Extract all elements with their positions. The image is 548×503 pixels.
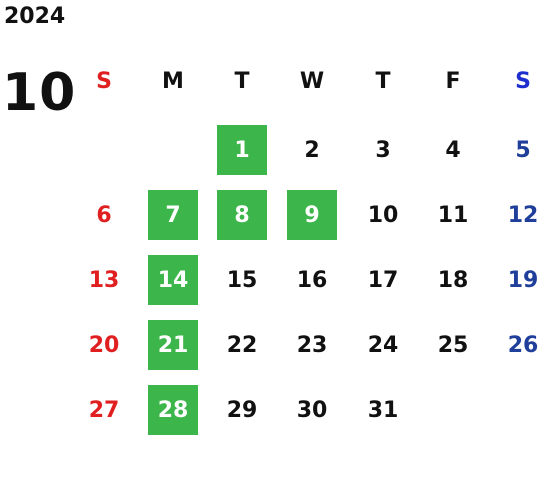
day-cell-13[interactable]: 13 — [88, 267, 120, 293]
day-cell-8[interactable]: 8 — [217, 190, 267, 240]
day-cell-4[interactable]: 4 — [445, 137, 461, 163]
day-cell-16[interactable]: 16 — [296, 267, 328, 293]
weekday-header-tue: T — [234, 68, 250, 94]
day-cell-10[interactable]: 10 — [367, 202, 399, 228]
day-cell-12[interactable]: 12 — [507, 202, 539, 228]
day-cell-17[interactable]: 17 — [367, 267, 399, 293]
day-cell-19[interactable]: 19 — [507, 267, 539, 293]
day-cell-22[interactable]: 22 — [226, 332, 258, 358]
day-cell-18[interactable]: 18 — [437, 267, 469, 293]
weekday-header-sat: S — [515, 68, 531, 94]
day-cell-5[interactable]: 5 — [515, 137, 531, 163]
year-label: 2024 — [4, 4, 66, 29]
day-cell-20[interactable]: 20 — [88, 332, 120, 358]
day-cell-7[interactable]: 7 — [148, 190, 198, 240]
day-cell-23[interactable]: 23 — [296, 332, 328, 358]
weekday-header-fri: F — [445, 68, 461, 94]
day-cell-31[interactable]: 31 — [367, 397, 399, 423]
month-number: 10 — [2, 63, 77, 123]
day-cell-27[interactable]: 27 — [88, 397, 120, 423]
day-cell-11[interactable]: 11 — [437, 202, 469, 228]
day-cell-26[interactable]: 26 — [507, 332, 539, 358]
weekday-header-mon: M — [162, 68, 184, 94]
day-cell-6[interactable]: 6 — [96, 202, 112, 228]
weekday-header-sun: S — [96, 68, 112, 94]
day-cell-1[interactable]: 1 — [217, 125, 267, 175]
day-cell-28[interactable]: 28 — [148, 385, 198, 435]
weekday-header-wed: W — [299, 68, 325, 94]
day-cell-3[interactable]: 3 — [375, 137, 391, 163]
day-cell-21[interactable]: 21 — [148, 320, 198, 370]
day-cell-2[interactable]: 2 — [304, 137, 320, 163]
day-cell-30[interactable]: 30 — [296, 397, 328, 423]
weekday-header-thu: T — [375, 68, 391, 94]
day-cell-14[interactable]: 14 — [148, 255, 198, 305]
day-cell-15[interactable]: 15 — [226, 267, 258, 293]
day-cell-24[interactable]: 24 — [367, 332, 399, 358]
day-cell-25[interactable]: 25 — [437, 332, 469, 358]
day-cell-9[interactable]: 9 — [287, 190, 337, 240]
day-cell-29[interactable]: 29 — [226, 397, 258, 423]
